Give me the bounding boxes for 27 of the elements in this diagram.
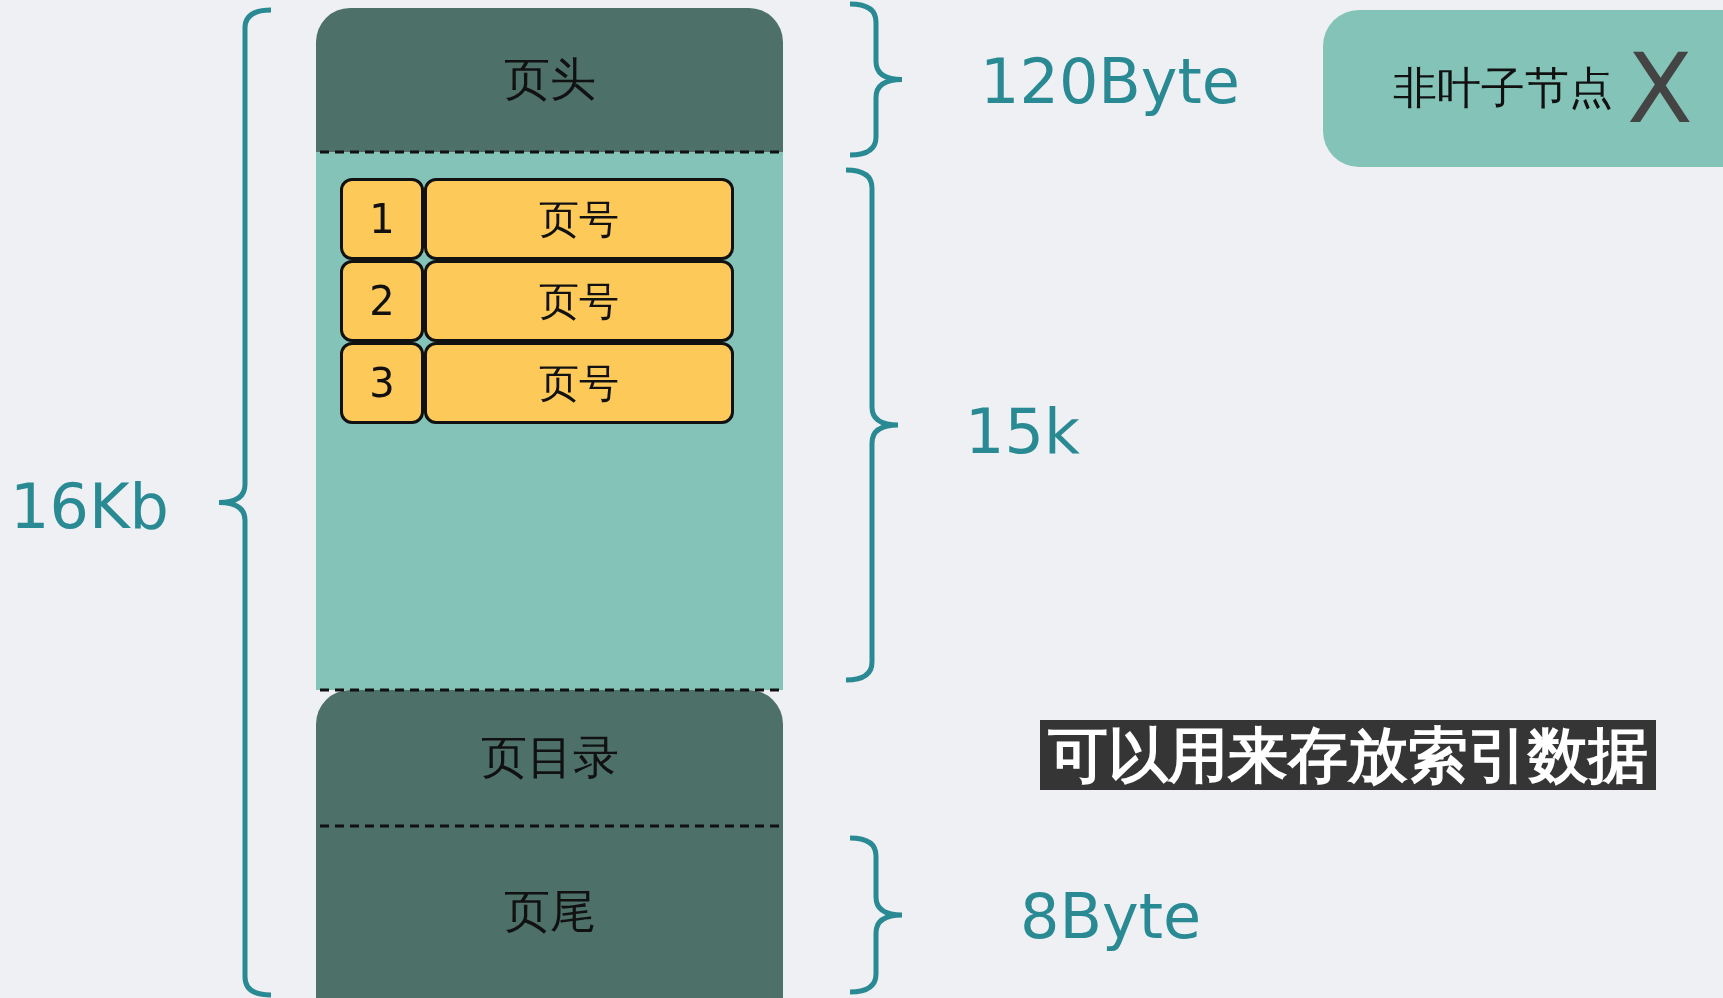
record-entry [424, 342, 734, 424]
node-label: 页号 [539, 276, 619, 326]
record-entry [424, 260, 734, 342]
size-label: 15k [965, 395, 1080, 468]
page-trailer [316, 826, 783, 998]
node-label: 非叶子节点 [1393, 61, 1613, 115]
page-directory [316, 690, 783, 826]
node-label: 2 [369, 278, 395, 324]
record-number [340, 178, 424, 260]
node-label: 页号 [539, 358, 619, 408]
record-entry [424, 178, 734, 260]
node-label: 页号 [539, 194, 619, 244]
node-label: 页头 [503, 51, 596, 108]
node-card [1323, 10, 1723, 167]
size-label: 120Byte [980, 45, 1241, 118]
record-number [340, 260, 424, 342]
page-header [316, 8, 783, 152]
node-label: 3 [369, 360, 395, 406]
node-label: 页尾 [503, 883, 596, 940]
cross-mark: X [1627, 32, 1693, 145]
size-label: 8Byte [1020, 880, 1202, 953]
subtitle: 可以用来存放索引数据 [1040, 720, 1656, 790]
node-label: 页目录 [480, 729, 619, 786]
record-area [316, 152, 783, 690]
node-label: 1 [369, 196, 395, 242]
record-number [340, 342, 424, 424]
size-label: 16Kb [10, 470, 169, 543]
